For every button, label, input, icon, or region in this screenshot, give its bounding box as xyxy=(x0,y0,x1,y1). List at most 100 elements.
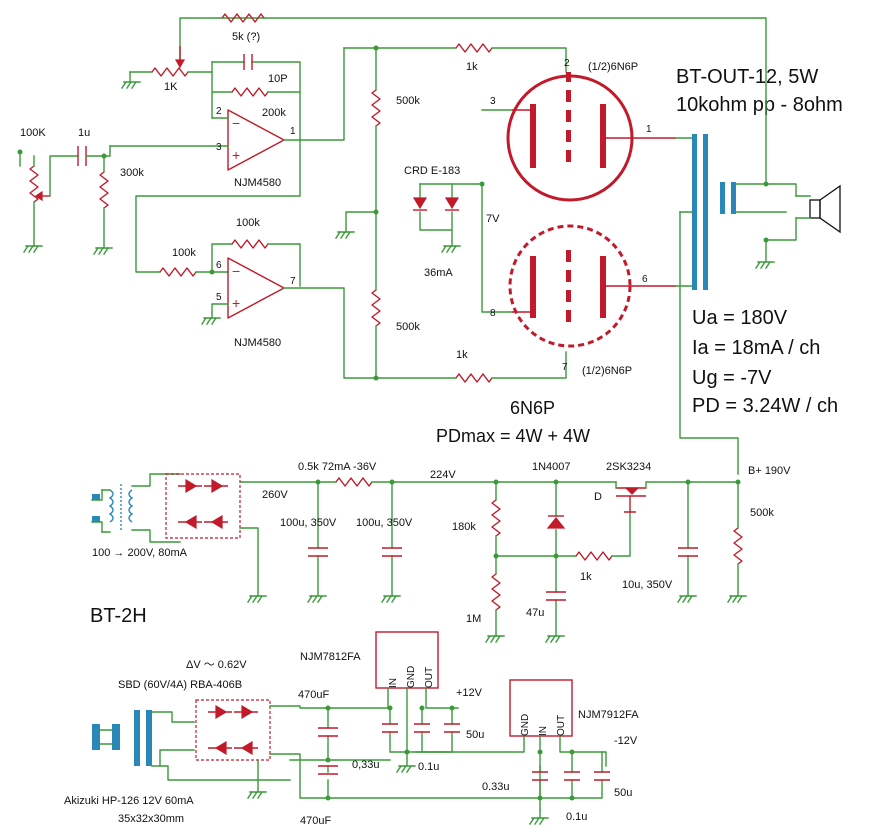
output-transformer xyxy=(675,134,841,475)
r-200k xyxy=(211,61,301,119)
cathode-v-label: 7V xyxy=(486,213,500,225)
v-p12-label: +12V xyxy=(456,687,483,699)
op1-pin1: 1 xyxy=(290,126,296,137)
tube-bottom xyxy=(508,224,676,348)
c-100u-1-label: 100u, 350V xyxy=(280,517,337,529)
tube-bot-pin7: 7 xyxy=(562,362,568,373)
pot-100k xyxy=(17,149,79,253)
c-470-top-label: 470uF xyxy=(298,689,329,701)
tube-top-pin2: 2 xyxy=(564,58,570,69)
op1-pin2: 2 xyxy=(216,106,222,117)
grid-network xyxy=(335,45,457,381)
c-033-1-label: 0,33u xyxy=(352,759,380,771)
dv-label: ΔV ～ 0.62V xyxy=(186,659,247,671)
pd-label: PD = 3.24W / ch xyxy=(692,395,838,417)
reg-pos-gnd: GND xyxy=(406,666,417,688)
c-47u-label: 47u xyxy=(526,607,544,619)
v224-label: 224V xyxy=(430,469,456,481)
sbd-label: SBD (60V/4A) RBA-406B xyxy=(118,679,242,691)
c-01-1-label: 0.1u xyxy=(418,761,439,773)
svg-text:−: − xyxy=(232,115,240,131)
hv-supply xyxy=(91,473,747,643)
ua-label: Ua = 180V xyxy=(692,307,788,329)
r-5k-label: 5k (?) xyxy=(232,31,260,43)
r-1k-g-label: 1k xyxy=(580,571,592,583)
r-300k xyxy=(93,153,113,255)
trafo-label: Akizuki HP-126 12V 60mA xyxy=(64,795,194,807)
c-470-bot-label: 470uF xyxy=(300,815,331,827)
op1-pin3: 3 xyxy=(216,142,222,153)
opamp1-label: NJM4580 xyxy=(234,177,281,189)
reg-neg-out: OUT xyxy=(556,715,567,736)
pot-1k-label: 1K xyxy=(164,81,178,93)
c-033-2-label: 0.33u xyxy=(482,781,510,793)
c-50u-2-label: 50u xyxy=(614,787,632,799)
r-1k-bot-label: 1k xyxy=(456,349,468,361)
svg-text:+: + xyxy=(232,147,240,163)
v260-label: 260V xyxy=(262,489,288,501)
impedance-label: 10kohm pp - 8ohm xyxy=(676,94,843,116)
pdmax-label: PDmax = 4W + 4W xyxy=(436,426,590,446)
r-05k-label: 0.5k 72mA -36V xyxy=(298,461,377,473)
reg-neg-gnd: GND xyxy=(520,714,531,736)
tube-top-label: (1/2)6N6P xyxy=(588,61,638,73)
opamp-2-network: − + xyxy=(135,139,457,379)
opamp-1: − + xyxy=(109,47,345,171)
cap-1u-label: 1u xyxy=(78,127,90,139)
lv-supply xyxy=(92,631,610,825)
r-1m-label: 1M xyxy=(466,613,481,625)
d-1n4007-label: 1N4007 xyxy=(532,461,571,473)
v-m12-label: -12V xyxy=(614,735,638,747)
op2-pin7: 7 xyxy=(290,276,296,287)
opamp2-label: NJM4580 xyxy=(234,337,281,349)
crd-current-label: 36mA xyxy=(424,267,453,279)
c-50u-1-label: 50u xyxy=(466,729,484,741)
ug-label: Ug = -7V xyxy=(692,367,772,389)
r-300k-label: 300k xyxy=(120,167,144,179)
crd-e183 xyxy=(412,109,513,313)
r-100k-in-label: 100k xyxy=(172,247,196,259)
r-1k-grid xyxy=(455,43,567,383)
tube-bot-pin8: 8 xyxy=(490,308,496,319)
cap-1u xyxy=(77,145,111,166)
power-title: BT-2H xyxy=(90,605,147,627)
c-100u-2-label: 100u, 350V xyxy=(356,517,413,529)
cap-10p-label: 10P xyxy=(268,73,288,85)
tube-top-pin3: 3 xyxy=(490,96,496,107)
reg-pos-in: IN xyxy=(388,678,399,688)
c-10u-label: 10u, 350V xyxy=(622,579,673,591)
svg-text:−: − xyxy=(232,263,240,279)
ia-label: Ia = 18mA / ch xyxy=(692,337,820,359)
crd-label: CRD E-183 xyxy=(404,165,460,177)
r-500k-top-label: 500k xyxy=(396,95,420,107)
r-500k-bot-label: 500k xyxy=(396,321,420,333)
r-1k-top-label: 1k xyxy=(466,61,478,73)
drain-label: D xyxy=(594,491,602,503)
feedback-5k-wire xyxy=(179,13,767,184)
r-180k-label: 180k xyxy=(452,521,476,533)
pot-100k-label: 100K xyxy=(20,127,46,139)
reg-pos-label: NJM7812FA xyxy=(300,651,361,663)
reg-neg-label: NJM7912FA xyxy=(578,709,639,721)
c-01-2-label: 0.1u xyxy=(566,811,587,823)
r-200k-label: 200k xyxy=(262,107,286,119)
mains-label: 100 → 200V, 80mA xyxy=(92,547,188,559)
b-plus-label: B+ 190V xyxy=(748,465,791,477)
tube-name: 6N6P xyxy=(510,398,555,418)
tube-bot-label: (1/2)6N6P xyxy=(582,365,632,377)
op2-pin5: 5 xyxy=(216,292,222,303)
op2-pin6: 6 xyxy=(216,260,222,271)
tube-bot-pin6: 6 xyxy=(642,274,648,285)
trafo-size-label: 35x32x30mm xyxy=(118,813,184,825)
tube-top xyxy=(506,72,676,202)
svg-text:+: + xyxy=(232,295,240,311)
pot-1k xyxy=(121,46,213,89)
tube-top-pin1: 1 xyxy=(646,124,652,135)
reg-pos-out: OUT xyxy=(424,667,435,688)
transformer-title: BT-OUT-12, 5W xyxy=(676,66,818,88)
r-500k-bleed-label: 500k xyxy=(750,507,774,519)
cap-10p xyxy=(211,54,301,141)
mosfet-label: 2SK3234 xyxy=(606,461,651,473)
reg-neg-in: IN xyxy=(538,726,549,736)
